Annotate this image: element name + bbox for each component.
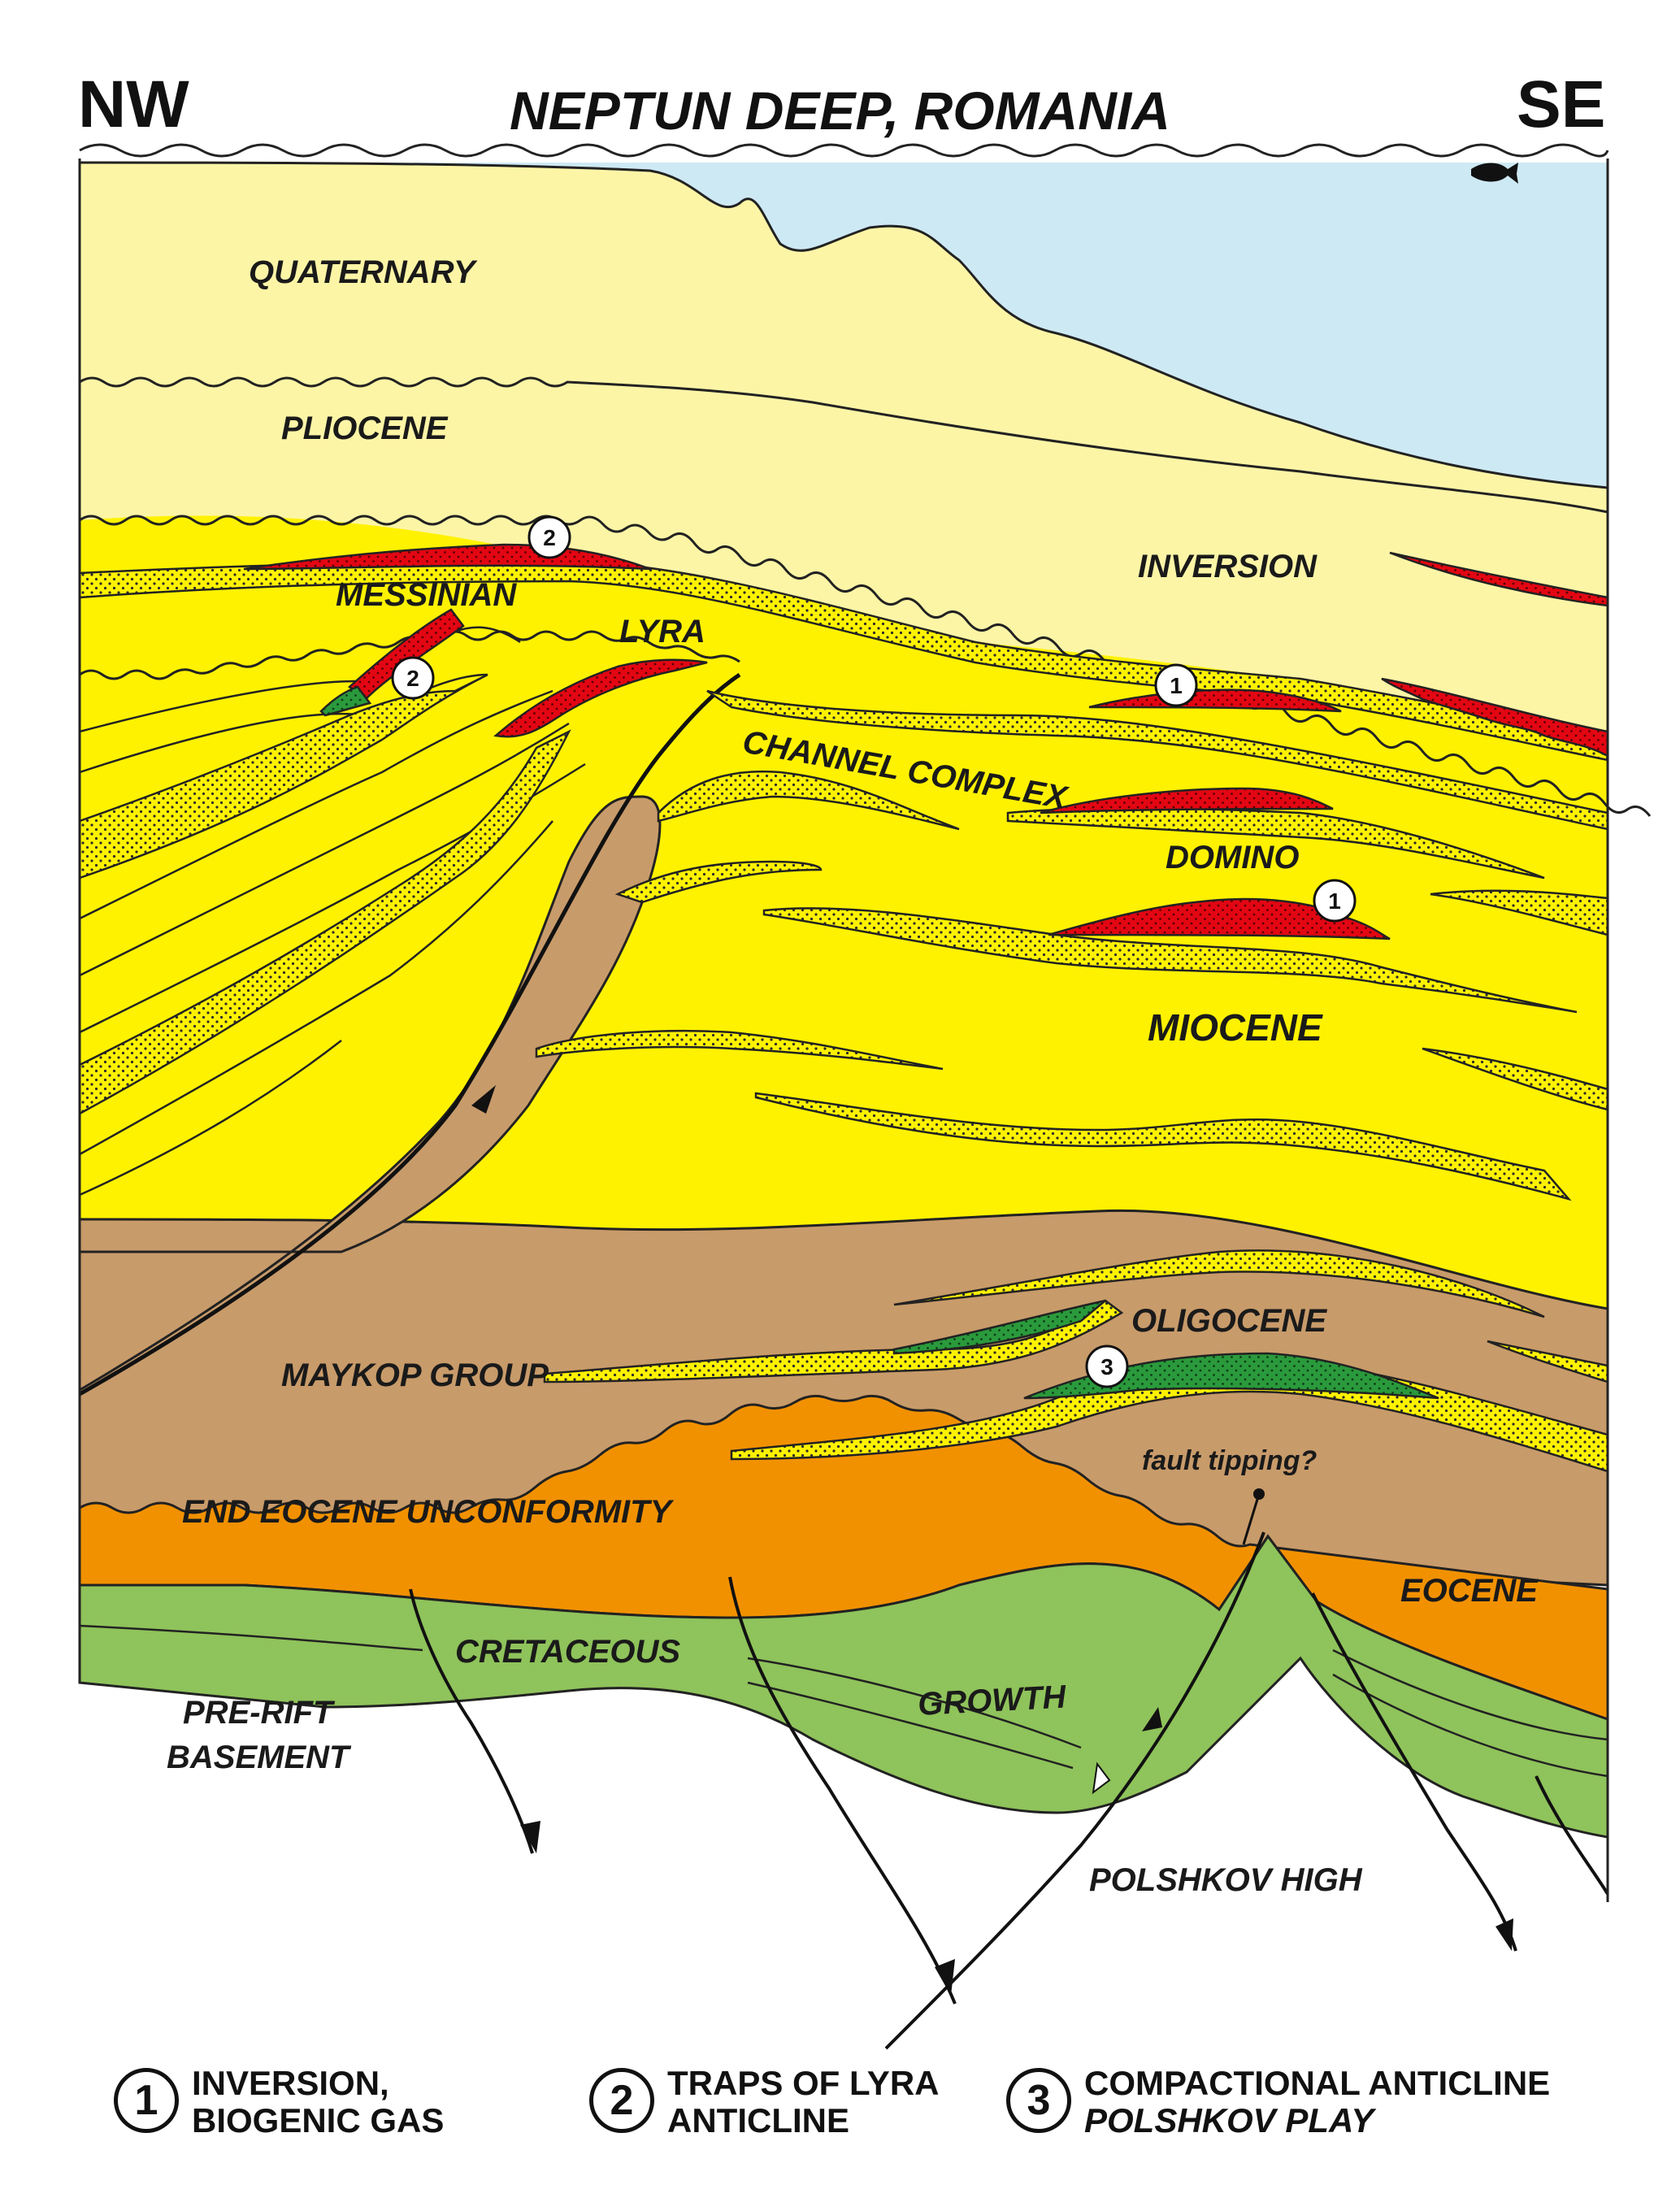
svg-text:1: 1 bbox=[1328, 888, 1341, 914]
label-inversion: INVERSION bbox=[1138, 549, 1318, 584]
legend-number-1: 1 bbox=[114, 2068, 179, 2133]
cretaceous-layer bbox=[78, 1534, 1609, 1839]
lyra-main-fault bbox=[78, 672, 741, 1397]
cretaceous-bedding-3 bbox=[747, 1681, 1074, 1770]
label-lyra: LYRA bbox=[619, 614, 705, 649]
oil-trap-polshkov-3 bbox=[1023, 1352, 1439, 1400]
basement-fault-4 bbox=[1535, 1775, 1609, 1896]
basement-fault-2 bbox=[728, 1576, 957, 2005]
diagram-title: NEPTUN DEEP, ROMANIA bbox=[510, 80, 1170, 141]
fold-line-2 bbox=[79, 673, 488, 774]
gas-trap-inversion-se-2 bbox=[1381, 677, 1609, 758]
marker-3-oligocene: 3 bbox=[1085, 1344, 1129, 1388]
channel-sand-2 bbox=[657, 770, 960, 831]
miocene-sand-5 bbox=[535, 1029, 944, 1071]
fault-arrow-2 bbox=[935, 1959, 955, 1996]
polshkov-fault bbox=[884, 1531, 1265, 2050]
fish-icon bbox=[1471, 163, 1518, 184]
water-layer bbox=[80, 163, 1608, 488]
fold-line-3 bbox=[79, 689, 553, 920]
fault-arrow-1 bbox=[520, 1821, 540, 1853]
gas-trap-domino bbox=[1040, 787, 1334, 814]
quaternary-base-unconformity bbox=[79, 376, 1608, 514]
label-quaternary: QUATERNARY bbox=[249, 254, 478, 290]
legend-item-1: 1 INVERSION, BIOGENIC GAS bbox=[114, 2065, 444, 2139]
sea-surface-line bbox=[79, 143, 1609, 158]
label-oligocene: OLIGOCENE bbox=[1131, 1303, 1327, 1339]
label-maykop-group: MAYKOP GROUP bbox=[281, 1357, 549, 1393]
label-basement: BASEMENT bbox=[167, 1740, 352, 1775]
channel-sand-3 bbox=[614, 860, 823, 904]
fold-sand-1 bbox=[78, 673, 488, 880]
gas-trap-lyra-2 bbox=[348, 608, 465, 701]
svg-text:1: 1 bbox=[1170, 673, 1183, 698]
fault-arrow-polshkov-2 bbox=[1092, 1761, 1111, 1795]
gas-trap-domino-1 bbox=[1048, 897, 1391, 940]
oil-trap-oligocene bbox=[892, 1299, 1106, 1355]
direction-nw: NW bbox=[78, 67, 189, 141]
label-fault-tipping: fault tipping? bbox=[1142, 1445, 1318, 1476]
oligocene-sand-2 bbox=[543, 1299, 1124, 1384]
marker-2-lyra: 2 bbox=[391, 656, 435, 700]
basement-fault-1 bbox=[409, 1588, 534, 1854]
label-growth: GROWTH bbox=[917, 1679, 1067, 1722]
legend-text-2b: ANTICLINE bbox=[667, 2101, 849, 2139]
legend-text-1b: BIOGENIC GAS bbox=[192, 2101, 445, 2139]
marker-1-domino: 1 bbox=[1313, 879, 1357, 923]
fault-arrow-3 bbox=[1496, 1918, 1513, 1951]
fold-line-6 bbox=[79, 820, 553, 1156]
fault-tipping-leader bbox=[1242, 1493, 1261, 1545]
fold-line-4 bbox=[79, 722, 570, 977]
svg-text:2: 2 bbox=[406, 666, 419, 691]
legend-number-2: 2 bbox=[589, 2068, 654, 2133]
cretaceous-bedding-5 bbox=[1332, 1673, 1608, 1778]
svg-text:3: 3 bbox=[1100, 1354, 1113, 1379]
legend-number-3: 3 bbox=[1006, 2068, 1071, 2133]
oligocene-sand-1 bbox=[893, 1249, 1545, 1318]
oil-trap-lyra-2 bbox=[319, 685, 372, 717]
fold-line-7 bbox=[79, 1040, 342, 1197]
legend-item-3: 3 COMPACTIONAL ANTICLINE POLSHKOV PLAY bbox=[1006, 2065, 1550, 2139]
pliocene-base-unconformity bbox=[79, 515, 1652, 817]
label-miocene: MIOCENE bbox=[1148, 1006, 1323, 1049]
marker-2-messinian: 2 bbox=[527, 515, 571, 559]
legend-text-3b: POLSHKOV PLAY bbox=[1084, 2101, 1374, 2139]
fault-arrow-polshkov bbox=[1142, 1707, 1162, 1731]
label-domino: DOMINO bbox=[1166, 840, 1299, 875]
basement-fault-3 bbox=[1311, 1592, 1517, 1952]
legend-text-3a: COMPACTIONAL ANTICLINE bbox=[1084, 2064, 1551, 2102]
legend-text-2a: TRAPS OF LYRA bbox=[667, 2064, 940, 2102]
gas-trap-lyra-crest bbox=[493, 658, 708, 738]
svg-text:2: 2 bbox=[543, 525, 556, 550]
legend-item-2: 2 TRAPS OF LYRA ANTICLINE bbox=[589, 2065, 939, 2139]
label-eocene: EOCENE bbox=[1400, 1573, 1539, 1609]
label-cretaceous: CRETACEOUS bbox=[455, 1634, 680, 1670]
label-pliocene: PLIOCENE bbox=[281, 410, 449, 446]
legend-text-1a: INVERSION, bbox=[192, 2064, 389, 2102]
section-frame bbox=[78, 159, 1609, 1902]
label-polshkov-high: POLSHKOV HIGH bbox=[1089, 1862, 1363, 1898]
label-pre-rift: PRE-RIFT bbox=[183, 1695, 336, 1731]
fault-arrow-lyra bbox=[471, 1085, 496, 1114]
cretaceous-bedding-4 bbox=[1332, 1648, 1608, 1741]
miocene-sand-7 bbox=[754, 1092, 1572, 1201]
label-end-eocene-unconformity: END EOCENE UNCONFORMITY bbox=[182, 1494, 675, 1530]
cretaceous-bedding-2 bbox=[747, 1657, 1082, 1749]
direction-se: SE bbox=[1517, 67, 1606, 141]
marker-1-inversion: 1 bbox=[1154, 663, 1198, 707]
cretaceous-bedding-1 bbox=[79, 1624, 423, 1652]
label-messinian: MESSINIAN bbox=[336, 577, 517, 613]
fold-sand-2 bbox=[78, 729, 571, 1116]
